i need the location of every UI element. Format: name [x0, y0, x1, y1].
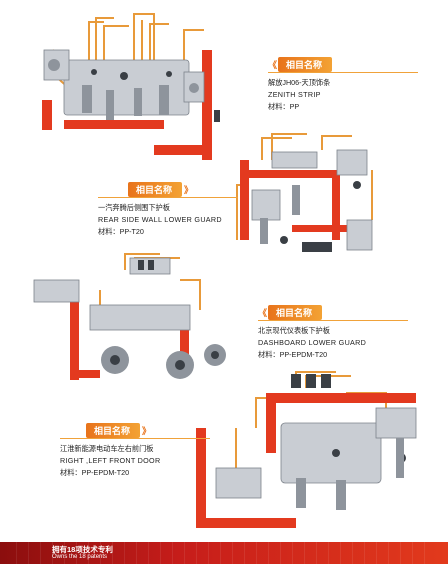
product-material: 材料：PP — [268, 102, 300, 111]
product-name-cn: 解放JH06-天顶饰条 — [268, 78, 331, 87]
product-name-en: DASHBOARD LOWER GUARD — [258, 338, 367, 347]
product-tag-4: 相目名称 》 — [60, 423, 210, 439]
product-name-cn: 一汽奔腾后侧围下护板 — [98, 203, 170, 212]
product-name-en: REAR SIDE WALL LOWER GUARD — [98, 215, 222, 224]
product-caption-1: 《 相目名称 解放JH06-天顶饰条 ZENITH STRIP 材料：PP — [268, 57, 418, 113]
product-tag-label: 相目名称 — [278, 57, 333, 72]
double-chevron-icon: 》 — [184, 185, 193, 195]
footer-banner: 拥有18项技术专利 Owns the 18 patents — [0, 542, 448, 564]
product-name-en: RIGHT ,LEFT FRONT DOOR — [60, 456, 161, 465]
product-tag-label: 相目名称 — [86, 423, 141, 438]
footer-patents-en: Owns the 18 patents — [52, 554, 108, 560]
product-tag-2: 相目名称 》 — [98, 182, 238, 198]
double-chevron-icon: 《 — [268, 60, 277, 70]
product-material: 材料：PP-EPDM-T20 — [60, 468, 130, 477]
product-tag-label: 相目名称 — [128, 182, 183, 197]
footer-patents: 拥有18项技术专利 Owns the 18 patents — [52, 545, 113, 561]
product-tag-3: 《 相目名称 — [258, 305, 408, 321]
double-chevron-icon: 《 — [258, 308, 267, 318]
fixture-illustration-2 — [236, 133, 373, 252]
double-chevron-icon: 》 — [142, 426, 151, 436]
fixture-illustration-4 — [196, 371, 417, 528]
fixture-illustration-1 — [42, 13, 220, 160]
product-tag-label: 相目名称 — [268, 305, 323, 320]
product-tag-1: 《 相目名称 — [268, 57, 418, 73]
product-material: 材料：PP-T20 — [98, 227, 144, 236]
product-name-cn: 江淮新能源电动车左右前门板 — [60, 444, 154, 453]
product-name-en: ZENITH STRIP — [268, 90, 321, 99]
product-caption-3: 《 相目名称 北京现代仪表板下护板 DASHBOARD LOWER GUARD … — [258, 305, 408, 361]
product-caption-2: 相目名称 》 一汽奔腾后侧围下护板 REAR SIDE WALL LOWER G… — [98, 182, 238, 238]
product-caption-4: 相目名称 》 江淮新能源电动车左右前门板 RIGHT ,LEFT FRONT D… — [60, 423, 210, 479]
fixture-illustration-3 — [33, 253, 226, 380]
footer-patents-cn: 拥有18项技术专利 — [52, 545, 113, 554]
product-name-cn: 北京现代仪表板下护板 — [258, 326, 330, 335]
product-material: 材料：PP-EPDM-T20 — [258, 350, 328, 359]
